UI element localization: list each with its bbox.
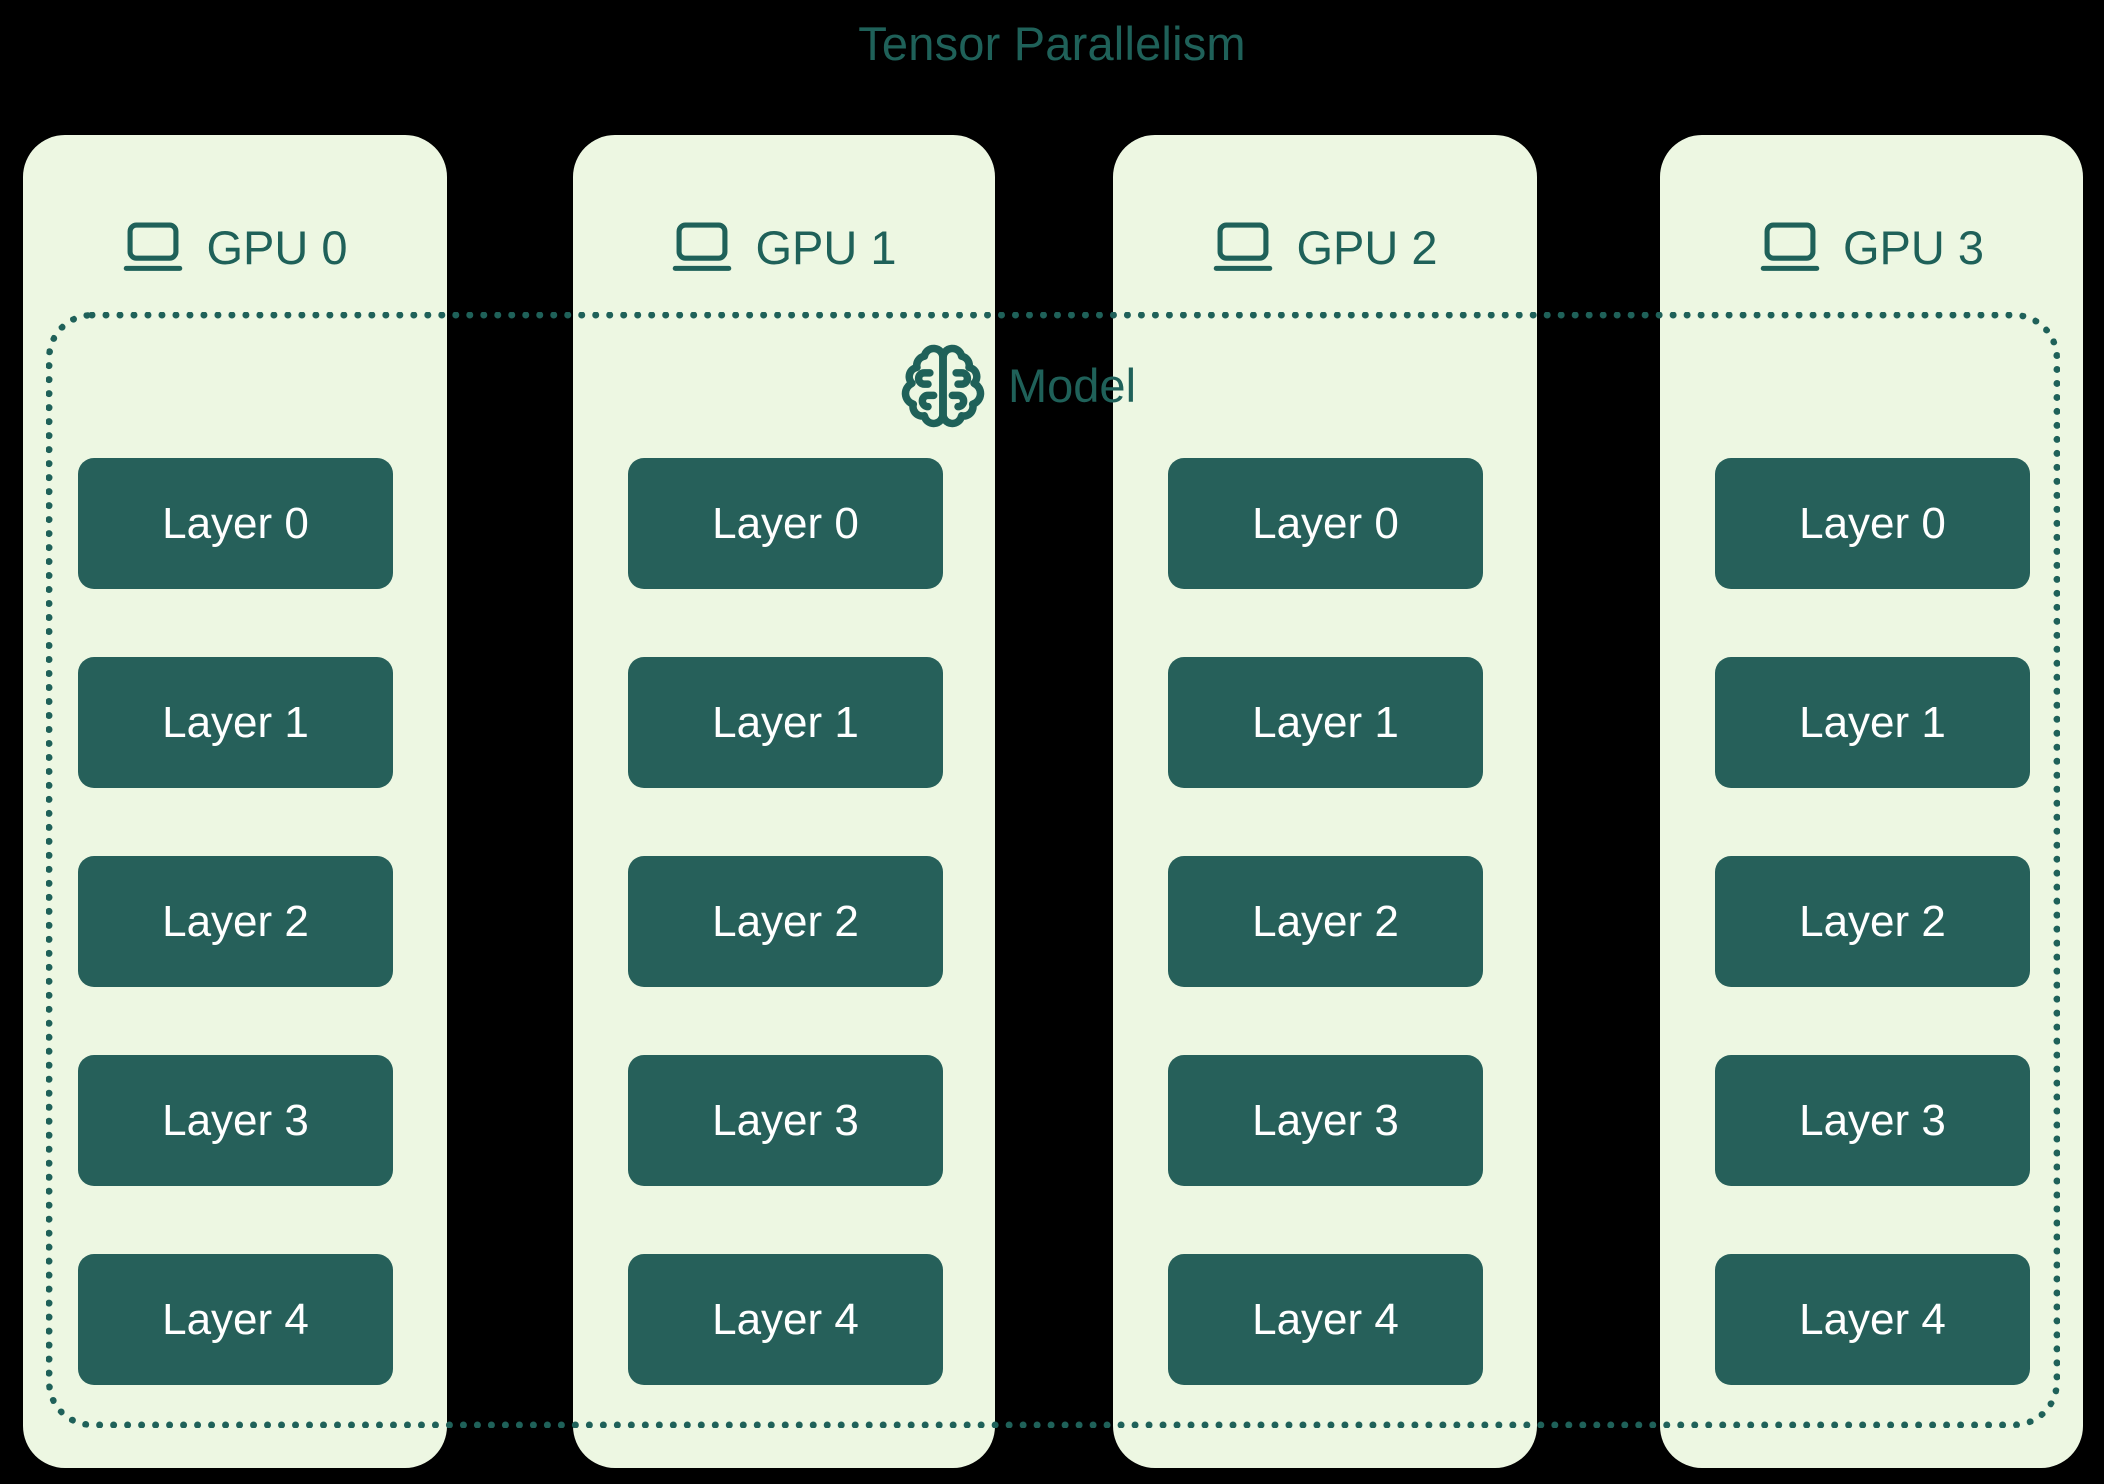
layer-box-gpu0-layer4[interactable]: Layer 4 bbox=[78, 1254, 393, 1385]
brain-icon bbox=[901, 344, 985, 428]
layer-box-gpu2-layer1[interactable]: Layer 1 bbox=[1168, 657, 1483, 788]
layer-label: Layer 4 bbox=[1799, 1294, 1946, 1344]
layer-box-gpu0-layer0[interactable]: Layer 0 bbox=[78, 458, 393, 589]
layer-label: Layer 4 bbox=[712, 1294, 859, 1344]
layer-label: Layer 1 bbox=[162, 697, 309, 747]
model-badge: Model bbox=[898, 338, 1136, 434]
layer-box-gpu3-layer3[interactable]: Layer 3 bbox=[1715, 1055, 2030, 1186]
layer-label: Layer 2 bbox=[162, 896, 309, 946]
gpu-card-1[interactable]: GPU 1 Layer 0 Layer 1 Layer 2 Layer 3 Layer 4 bbox=[573, 135, 995, 1468]
layer-label: Layer 3 bbox=[712, 1095, 859, 1145]
layer-box-gpu3-layer0[interactable]: Layer 0 bbox=[1715, 458, 2030, 589]
laptop-icon bbox=[1760, 222, 1820, 271]
layer-box-gpu2-layer2[interactable]: Layer 2 bbox=[1168, 856, 1483, 987]
layer-label: Layer 1 bbox=[712, 697, 859, 747]
layer-box-gpu0-layer1[interactable]: Layer 1 bbox=[78, 657, 393, 788]
model-label: Model bbox=[1008, 359, 1137, 412]
layer-label: Layer 2 bbox=[712, 896, 859, 946]
layer-label: Layer 2 bbox=[1799, 896, 1946, 946]
gpu-label-2: GPU 2 bbox=[1296, 221, 1438, 274]
gpu-label-1: GPU 1 bbox=[755, 221, 897, 274]
laptop-icon bbox=[1214, 222, 1273, 271]
layer-box-gpu1-layer2[interactable]: Layer 2 bbox=[628, 856, 943, 987]
layer-box-gpu1-layer0[interactable]: Layer 0 bbox=[628, 458, 943, 589]
gpu-header-3: GPU 3 bbox=[1660, 205, 2083, 291]
layer-label: Layer 0 bbox=[162, 498, 309, 548]
layer-box-gpu1-layer4[interactable]: Layer 4 bbox=[628, 1254, 943, 1385]
layer-label: Layer 4 bbox=[162, 1294, 309, 1344]
laptop-icon bbox=[124, 222, 183, 271]
gpu-header-2: GPU 2 bbox=[1113, 205, 1537, 291]
layer-label: Layer 3 bbox=[1799, 1095, 1946, 1145]
layer-label: Layer 4 bbox=[1252, 1294, 1399, 1344]
layer-box-gpu3-layer2[interactable]: Layer 2 bbox=[1715, 856, 2030, 987]
layer-box-gpu1-layer1[interactable]: Layer 1 bbox=[628, 657, 943, 788]
layer-box-gpu1-layer3[interactable]: Layer 3 bbox=[628, 1055, 943, 1186]
layer-label: Layer 0 bbox=[712, 498, 859, 548]
gpu-label-3: GPU 3 bbox=[1842, 221, 1985, 274]
layer-label: Layer 3 bbox=[162, 1095, 309, 1145]
layer-box-gpu0-layer3[interactable]: Layer 3 bbox=[78, 1055, 393, 1186]
gpu-header-0: GPU 0 bbox=[23, 205, 447, 291]
layer-box-gpu3-layer4[interactable]: Layer 4 bbox=[1715, 1254, 2030, 1385]
gpu-label-0: GPU 0 bbox=[206, 221, 348, 274]
layer-box-gpu3-layer1[interactable]: Layer 1 bbox=[1715, 657, 2030, 788]
layer-label: Layer 1 bbox=[1799, 697, 1946, 747]
gpu-header-1: GPU 1 bbox=[573, 205, 995, 291]
page-title: Tensor Parallelism bbox=[858, 17, 1246, 70]
layer-box-gpu2-layer3[interactable]: Layer 3 bbox=[1168, 1055, 1483, 1186]
gpu-card-3[interactable]: GPU 3 Layer 0 Layer 1 Layer 2 Layer 3 Layer 4 bbox=[1660, 135, 2083, 1468]
layer-label: Layer 0 bbox=[1252, 498, 1399, 548]
layer-box-gpu0-layer2[interactable]: Layer 2 bbox=[78, 856, 393, 987]
layer-box-gpu2-layer4[interactable]: Layer 4 bbox=[1168, 1254, 1483, 1385]
layer-label: Layer 3 bbox=[1252, 1095, 1399, 1145]
layer-label: Layer 2 bbox=[1252, 896, 1399, 946]
layer-label: Layer 0 bbox=[1799, 498, 1946, 548]
layer-label: Layer 1 bbox=[1252, 697, 1399, 747]
gpu-card-0[interactable]: GPU 0 Layer 0 Layer 1 Layer 2 Layer 3 Layer 4 bbox=[23, 135, 447, 1468]
layer-box-gpu2-layer0[interactable]: Layer 0 bbox=[1168, 458, 1483, 589]
laptop-icon bbox=[673, 222, 732, 271]
gpu-card-2[interactable]: GPU 2 Layer 0 Layer 1 Layer 2 Layer 3 Layer 4 bbox=[1113, 135, 1537, 1468]
